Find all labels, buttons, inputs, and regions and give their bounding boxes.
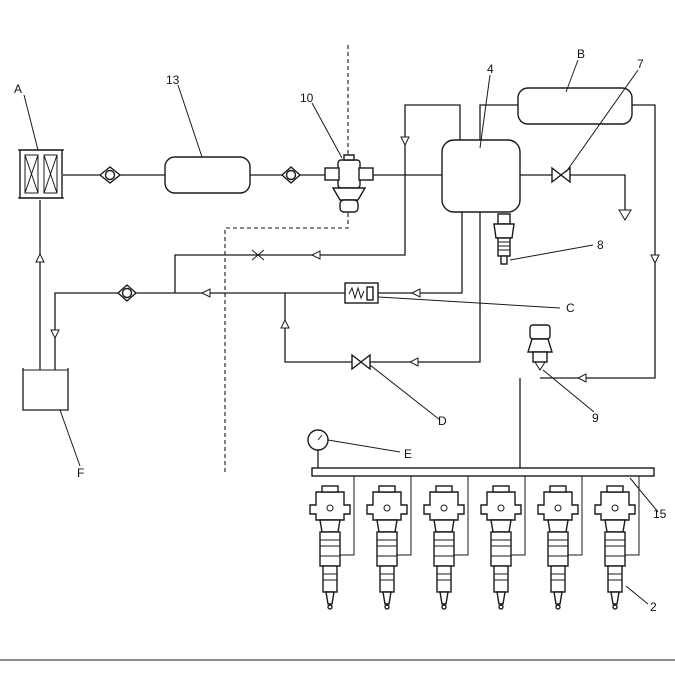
injector [309,476,355,610]
label-b: B [577,47,585,61]
flow-arrow-6 [408,357,419,367]
injector [423,476,469,610]
leader-9 [542,369,595,413]
tank-f [22,368,69,411]
leader-c [377,296,561,309]
sensor-8 [493,213,515,265]
component-13 [164,156,251,194]
flow-arrow-3 [650,254,660,265]
leader-10 [311,102,343,159]
label-13: 13 [166,73,180,87]
leader-13 [177,84,203,158]
injector [594,476,640,610]
flow-arrow-5 [410,288,421,298]
check-valve-return [116,284,138,302]
label-4: 4 [487,62,494,76]
label-a: A [14,82,22,96]
injector [537,476,583,610]
label-c: C [566,301,575,315]
label-f: F [77,466,84,480]
label-d: D [438,414,447,428]
flow-arrow-7 [280,318,290,329]
pressure-gauge-e [307,429,329,470]
flow-arrow-10 [35,252,45,263]
flow-arrow-9 [50,329,60,340]
pump-4 [441,139,521,213]
dashed-boundary [224,45,349,472]
leader-2 [625,585,649,605]
valve-d [351,353,371,371]
line-to-tank [54,292,118,370]
leader-15 [629,477,659,513]
label-8: 8 [597,238,604,252]
flow-arrow-1 [400,136,410,147]
label-9: 9 [592,411,599,425]
label-7: 7 [637,57,644,71]
label-10: 10 [300,91,314,105]
line-4-to-B [479,104,518,140]
orifice-mark [251,249,265,261]
leader-d [369,364,441,421]
fuel-filter-a [18,149,64,199]
leader-b [565,59,579,93]
check-valve-2 [280,166,302,184]
injector [480,476,526,610]
regulator-10 [324,154,374,213]
flow-arrow-4 [576,373,587,383]
label-e: E [404,447,412,461]
flow-arrow-8 [200,288,211,298]
label-2: 2 [650,600,657,614]
leader-a [23,94,39,151]
flow-arrow-2 [310,250,321,260]
injectors-group [309,476,640,610]
sensor-9 [527,324,553,371]
leader-4 [479,74,491,149]
check-valve-1 [98,166,122,184]
leader-f [59,409,81,467]
line-D-return [284,293,352,363]
leader-7 [565,69,639,173]
line-return-upper [174,104,461,293]
leader-e [327,439,401,453]
label-15: 15 [653,507,667,521]
valve-7 [551,166,571,184]
injector [366,476,412,610]
line-B-to-rail [540,104,656,379]
line-7-drain [570,174,626,210]
relief-valve-c [344,282,379,304]
fuel-rail-15 [311,467,655,477]
drain-arrow [618,209,632,221]
component-b [517,87,633,125]
line-4-to-C [378,212,463,294]
line-4-to-D [370,212,481,363]
leader-8 [509,244,594,261]
